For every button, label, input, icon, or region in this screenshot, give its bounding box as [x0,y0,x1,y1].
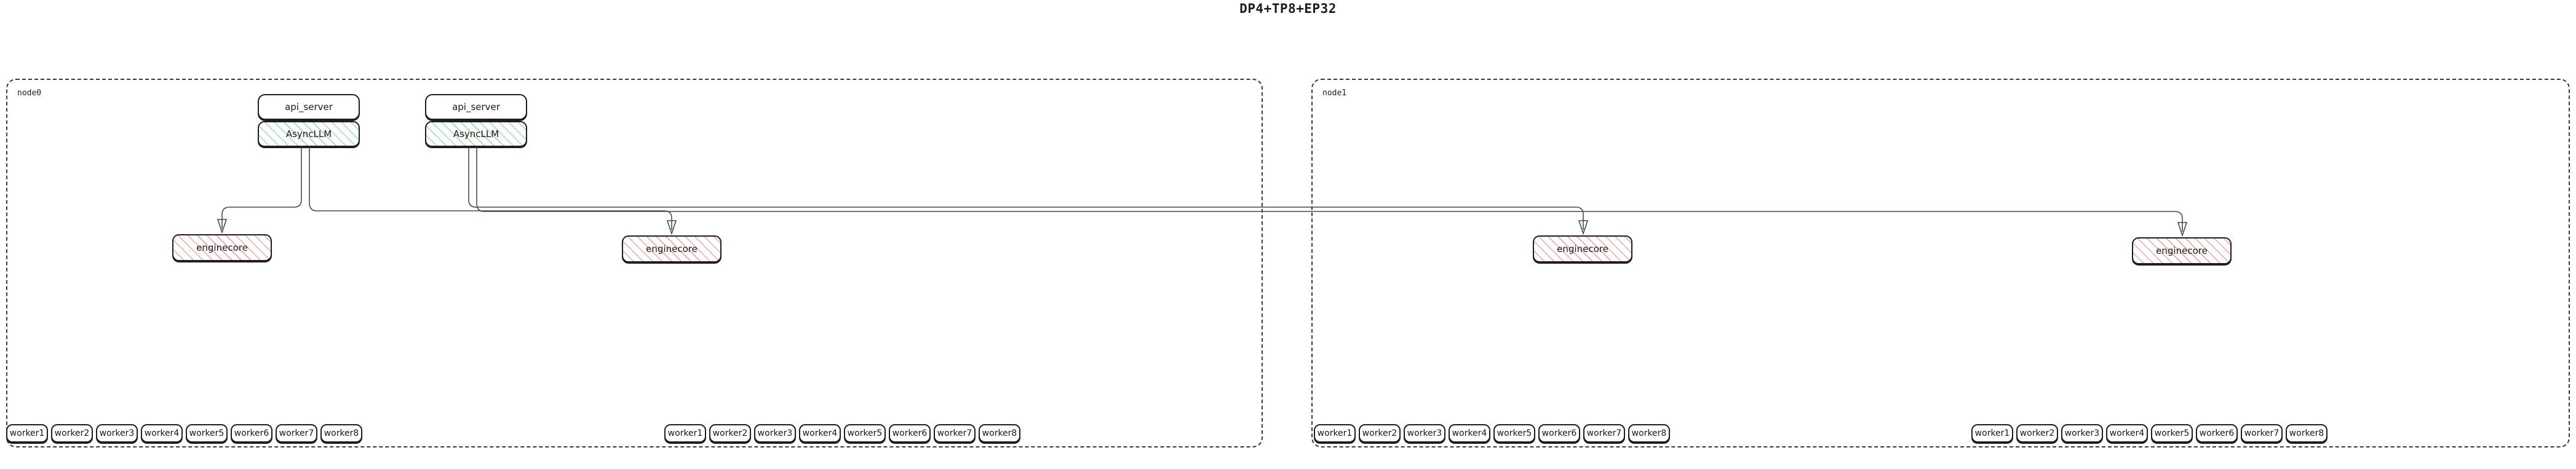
worker-box-node1-1-6[interactable]: worker6 [2196,424,2238,443]
worker-box-node0-0-1-label: worker1 [9,428,45,438]
enginecore-box-node1-0[interactable]: enginecore [1533,235,1632,262]
worker-box-node0-0-2-label: worker2 [54,428,90,438]
worker-box-node0-0-4-label: worker4 [144,428,180,438]
worker-box-node1-0-8-label: worker8 [1631,428,1667,438]
worker-box-node0-0-3[interactable]: worker3 [96,424,138,443]
worker-box-node0-0-8-label: worker8 [324,428,359,438]
worker-box-node0-1-7[interactable]: worker7 [934,424,976,443]
api-server-box-node0-0-label: api_server [285,101,333,112]
worker-box-node0-1-8[interactable]: worker8 [979,424,1020,443]
enginecore-box-node0-1[interactable]: enginecore [622,235,722,262]
enginecore-box-node0-0-label: enginecore [196,242,248,253]
worker-box-node1-0-4[interactable]: worker4 [1449,424,1490,443]
worker-box-node1-0-3[interactable]: worker3 [1404,424,1445,443]
worker-box-node1-1-4-label: worker4 [2109,428,2145,438]
worker-box-node0-0-4[interactable]: worker4 [141,424,183,443]
worker-box-node0-1-1-label: worker1 [667,428,703,438]
node-container-node1 [1311,79,2570,447]
worker-box-node1-1-2-label: worker2 [2019,428,2055,438]
worker-box-node1-0-7-label: worker7 [1586,428,1622,438]
api-server-box-node0-1[interactable]: api_server [425,94,527,120]
worker-box-node1-1-1[interactable]: worker1 [1971,424,2013,443]
worker-box-node0-1-4[interactable]: worker4 [799,424,841,443]
worker-box-node1-1-7[interactable]: worker7 [2241,424,2283,443]
worker-box-node0-0-7[interactable]: worker7 [276,424,317,443]
worker-box-node0-1-6-label: worker6 [892,428,928,438]
enginecore-box-node1-0-label: enginecore [1557,243,1608,254]
api-server-box-node0-0[interactable]: api_server [258,94,360,120]
worker-box-node1-0-5[interactable]: worker5 [1493,424,1535,443]
worker-box-node0-0-7-label: worker7 [279,428,314,438]
asyncllm-box-node0-1-label: AsyncLLM [453,128,499,140]
worker-box-node1-0-7[interactable]: worker7 [1583,424,1625,443]
worker-box-node1-0-1[interactable]: worker1 [1314,424,1356,443]
worker-box-node0-0-3-label: worker3 [99,428,135,438]
worker-box-node0-1-6[interactable]: worker6 [889,424,931,443]
worker-box-node1-1-7-label: worker7 [2244,428,2280,438]
worker-box-node1-0-3-label: worker3 [1407,428,1442,438]
worker-box-node0-0-6-label: worker6 [234,428,269,438]
worker-box-node1-1-6-label: worker6 [2199,428,2235,438]
worker-box-node0-1-5[interactable]: worker5 [844,424,886,443]
worker-box-node1-1-8-label: worker8 [2289,428,2324,438]
worker-box-node1-1-5[interactable]: worker5 [2151,424,2193,443]
worker-box-node0-1-1[interactable]: worker1 [664,424,706,443]
worker-box-node1-0-4-label: worker4 [1452,428,1487,438]
worker-box-node1-0-6-label: worker6 [1541,428,1577,438]
worker-box-node1-0-1-label: worker1 [1317,428,1353,438]
worker-box-node1-0-2[interactable]: worker2 [1359,424,1401,443]
worker-box-node1-0-6[interactable]: worker6 [1538,424,1580,443]
asyncllm-box-node0-1[interactable]: AsyncLLM [425,121,527,147]
node-label-node0: node0 [17,89,42,98]
worker-box-node0-0-6[interactable]: worker6 [231,424,272,443]
enginecore-box-node1-1[interactable]: enginecore [2132,237,2232,264]
worker-box-node0-1-3-label: worker3 [757,428,793,438]
worker-box-node1-1-1-label: worker1 [1974,428,2010,438]
asyncllm-box-node0-0[interactable]: AsyncLLM [258,121,360,147]
node-container-node0 [6,79,1263,447]
worker-box-node0-1-3[interactable]: worker3 [754,424,796,443]
worker-box-node0-0-2[interactable]: worker2 [51,424,93,443]
worker-box-node0-1-7-label: worker7 [937,428,972,438]
worker-box-node0-0-5[interactable]: worker5 [186,424,228,443]
node-label-node1: node1 [1322,89,1347,98]
page-title: DP4+TP8+EP32 [1239,1,1337,16]
enginecore-box-node1-1-label: enginecore [2156,245,2208,256]
enginecore-box-node0-0[interactable]: enginecore [172,234,272,261]
enginecore-box-node0-1-label: enginecore [646,243,698,254]
worker-box-node0-1-5-label: worker5 [847,428,883,438]
worker-box-node0-0-8[interactable]: worker8 [320,424,362,443]
worker-box-node1-1-2[interactable]: worker2 [2016,424,2058,443]
worker-box-node1-0-2-label: worker2 [1362,428,1397,438]
worker-box-node0-1-2-label: worker2 [712,428,748,438]
worker-box-node0-1-8-label: worker8 [982,428,1017,438]
worker-box-node1-1-3[interactable]: worker3 [2061,424,2103,443]
worker-box-node0-0-5-label: worker5 [189,428,225,438]
worker-box-node1-0-5-label: worker5 [1497,428,1532,438]
worker-box-node1-1-3-label: worker3 [2064,428,2100,438]
asyncllm-box-node0-0-label: AsyncLLM [285,128,332,140]
worker-box-node0-1-4-label: worker4 [802,428,838,438]
worker-box-node0-1-2[interactable]: worker2 [709,424,751,443]
api-server-box-node0-1-label: api_server [452,101,500,112]
worker-box-node1-0-8[interactable]: worker8 [1628,424,1670,443]
worker-box-node1-1-5-label: worker5 [2154,428,2190,438]
worker-box-node1-1-8[interactable]: worker8 [2286,424,2328,443]
worker-box-node0-0-1[interactable]: worker1 [6,424,48,443]
worker-box-node1-1-4[interactable]: worker4 [2106,424,2148,443]
